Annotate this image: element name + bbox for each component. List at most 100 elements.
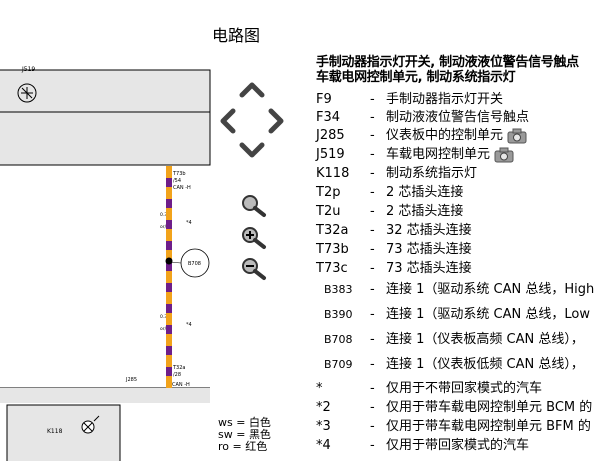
pan-up-button[interactable] xyxy=(239,78,265,100)
zoom-fit-button[interactable] xyxy=(240,194,268,218)
component-code: B383 xyxy=(324,283,353,296)
component-description: 2 芯插头连接 xyxy=(386,184,463,202)
t32a-label: T32a xyxy=(172,365,185,371)
component-code: B709 xyxy=(324,358,353,371)
zoom-out-button[interactable] xyxy=(240,257,268,281)
component-code: *2 xyxy=(316,400,331,415)
separator-dash: - xyxy=(370,185,375,200)
separator-dash: - xyxy=(370,307,375,322)
separator-dash: - xyxy=(370,147,375,162)
k118-label: K118 xyxy=(47,428,63,435)
component-code: *4 xyxy=(316,438,331,453)
wire-segment xyxy=(166,334,172,346)
wire1-color-label: or/vi xyxy=(160,224,170,230)
pan-down-button[interactable] xyxy=(239,140,265,162)
mark2-label: *4 xyxy=(186,322,192,328)
wire-segment xyxy=(166,376,172,388)
wire-segment xyxy=(166,262,172,271)
wire-segment xyxy=(166,250,172,262)
component-description: 连接 1（驱动系统 CAN 总线，High xyxy=(386,281,594,299)
component-description: 手制动器指示灯开关 xyxy=(386,91,503,109)
separator-dash: - xyxy=(370,400,375,415)
component-description: 仅用于带车载电网控制单元 BFM 的 xyxy=(386,418,591,436)
nav-pad xyxy=(212,78,292,168)
component-description-text: 32 芯插头连接 xyxy=(386,223,472,238)
zoom-in-button[interactable] xyxy=(240,226,268,250)
camera-icon[interactable] xyxy=(507,128,527,144)
component-description: 仪表板中的控制单元 xyxy=(386,127,527,145)
chevron-left-icon xyxy=(220,108,236,134)
pan-right-button[interactable] xyxy=(266,108,288,134)
component-description-text: 2 芯插头连接 xyxy=(386,204,464,219)
b708-label: B708 xyxy=(188,261,201,267)
component-description: 连接 1（驱动系统 CAN 总线，Low xyxy=(386,306,590,324)
separator-dash: - xyxy=(370,381,375,396)
component-description-text: 仅用于带车载电网控制单元 BCM 的 xyxy=(386,400,593,415)
info-heading: 手制动器指示灯开关, 制动液液位警告信号触点 车载电网控制单元, 制动系统指示灯 xyxy=(316,55,602,85)
pan-left-button[interactable] xyxy=(216,108,238,134)
separator-dash: - xyxy=(370,204,375,219)
wire-segment xyxy=(166,166,172,178)
t73b-label: T73b xyxy=(172,171,186,177)
j519-label: J519 xyxy=(21,66,35,73)
legend-item: sw = 黑色 xyxy=(218,428,271,441)
wire-segment xyxy=(166,325,172,334)
wire-segment xyxy=(166,271,172,283)
component-description-text: 2 芯插头连接 xyxy=(386,185,464,200)
chevron-down-icon xyxy=(239,142,265,158)
magnifier-icon xyxy=(242,195,266,217)
component-code: K118 xyxy=(316,166,350,181)
wire-segment xyxy=(166,346,172,355)
separator-dash: - xyxy=(370,419,375,434)
separator-dash: - xyxy=(370,242,375,257)
component-code: * xyxy=(316,381,323,396)
separator-dash: - xyxy=(370,92,375,107)
component-description-text: 制动液液位警告信号触点 xyxy=(386,110,530,125)
wire2-color-label: or/vi xyxy=(160,326,170,332)
component-description-text: 连接 1（驱动系统 CAN 总线，Low xyxy=(386,307,590,322)
separator-dash: - xyxy=(370,261,375,276)
component-description: 连接 1（仪表板高频 CAN 总线）， xyxy=(386,331,584,349)
wire-segment xyxy=(166,313,172,325)
component-description-text: 手制动器指示灯开关 xyxy=(386,92,504,107)
wire2-size-label: 0.35 xyxy=(160,314,170,320)
component-description-text: 仅用于不带回家模式的汽车 xyxy=(386,381,543,396)
component-description: 连接 1（仪表板低频 CAN 总线）， xyxy=(386,356,584,374)
camera-icon[interactable] xyxy=(494,147,514,163)
component-description-text: 连接 1（仪表板低频 CAN 总线）， xyxy=(386,357,584,372)
wire-color-legend: ws = 白色 sw = 黑色 ro = 红色 xyxy=(218,417,271,453)
separator-dash: - xyxy=(370,128,375,143)
wire-segment xyxy=(166,187,172,199)
zoom-in-icon xyxy=(242,227,266,249)
info-heading-line2: 车载电网控制单元, 制动系统指示灯 xyxy=(316,70,516,85)
wire-segment xyxy=(166,220,172,229)
separator-dash: - xyxy=(370,110,375,125)
component-description-text: 车载电网控制单元 xyxy=(386,147,491,162)
lamp-icon xyxy=(81,415,100,434)
component-code: B390 xyxy=(324,308,353,321)
component-description-text: 连接 1（驱动系统 CAN 总线，High xyxy=(386,282,595,297)
wire-segment xyxy=(166,367,172,376)
legend-item: ro = 红色 xyxy=(218,440,268,453)
component-description: 制动液液位警告信号触点 xyxy=(386,109,529,127)
component-description: 仅用于带回家模式的汽车 xyxy=(386,437,529,455)
t32a-pin-label: /28 xyxy=(173,372,181,378)
separator-dash: - xyxy=(370,357,375,372)
wire-segment xyxy=(166,355,172,367)
component-description-text: 仅用于带车载电网控制单元 BFM 的 xyxy=(386,419,591,434)
wire1-size-label: 0.35 xyxy=(160,212,170,218)
component-code: T73b xyxy=(316,242,349,257)
legend-item: ws = 白色 xyxy=(218,416,271,429)
component-description-text: 制动系统指示灯 xyxy=(386,166,478,181)
component-description: 2 芯插头连接 xyxy=(386,203,463,221)
component-code: T2p xyxy=(316,185,341,200)
component-description: 制动系统指示灯 xyxy=(386,165,477,183)
wire-segment xyxy=(166,292,172,304)
chevron-right-icon xyxy=(268,108,284,134)
t73b-pin-label: /54 xyxy=(173,178,181,184)
mark1-label: *4 xyxy=(186,220,192,226)
can-h-top-label: CAN -H xyxy=(173,185,191,191)
wire-segment xyxy=(166,229,172,241)
separator-dash: - xyxy=(370,438,375,453)
